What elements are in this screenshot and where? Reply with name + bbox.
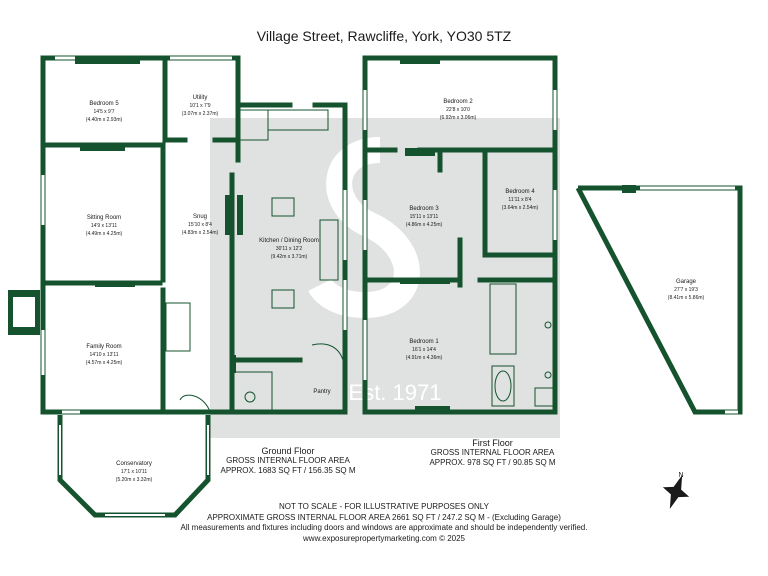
porch-interior: [13, 297, 35, 327]
footer-disclaimer: NOT TO SCALE - FOR ILLUSTRATIVE PURPOSES…: [279, 502, 489, 511]
garage-fixtures: [622, 185, 636, 193]
room-garage-name: Garage: [676, 279, 697, 285]
watermark-text: Est. 1971: [349, 380, 442, 405]
first-floor-label: First Floor: [472, 438, 513, 448]
room-kitchen-dims: 30'11 x 12'2: [276, 246, 303, 252]
room-conservatory-dims: 17'1 x 10'11: [121, 469, 148, 475]
room-labels: Bedroom 5 14'5 x 9'7 (4.40m x 2.93m) Uti…: [86, 95, 705, 483]
room-utility-metric: (3.07m x 2.37m): [182, 111, 219, 117]
room-sitting-dims: 14'9 x 13'11: [91, 223, 118, 229]
room-bedroom3-name: Bedroom 3: [409, 206, 439, 212]
bathroom-fixtures: [489, 283, 554, 407]
first-floor-caption: First Floor GROSS INTERNAL FLOOR AREA AP…: [410, 438, 575, 468]
room-bedroom2-name: Bedroom 2: [443, 99, 473, 105]
room-bedroom5-metric: (4.40m x 2.93m): [86, 117, 123, 123]
room-conservatory-name: Conservatory: [116, 461, 152, 467]
first-floor-area: APPROX. 978 SQ FT / 90.85 SQ M: [429, 458, 556, 467]
room-sitting-name: Sitting Room: [87, 215, 121, 221]
compass-north-label: N: [678, 472, 683, 479]
footer: NOT TO SCALE - FOR ILLUSTRATIVE PURPOSES…: [0, 502, 768, 544]
room-utility-dims: 10'1 x 7'9: [189, 103, 210, 109]
room-pantry-name: Pantry: [313, 389, 330, 395]
room-utility-name: Utility: [193, 95, 208, 101]
room-bedroom5-dims: 14'5 x 9'7: [93, 109, 114, 115]
footer-note: All measurements and fixtures including …: [180, 523, 588, 533]
kitchen-units: [165, 109, 344, 413]
room-bedroom2-dims: 22'8 x 10'0: [446, 107, 470, 113]
ground-floor-caption: Ground Floor GROSS INTERNAL FLOOR AREA A…: [208, 446, 368, 476]
room-sitting-metric: (4.49m x 4.25m): [86, 231, 123, 237]
room-family-metric: (4.57m x 4.25m): [86, 360, 123, 366]
room-kitchen-name: Kitchen / Dining Room: [259, 238, 319, 244]
conservatory-windows: [59, 425, 209, 516]
room-bedroom1-name: Bedroom 1: [409, 339, 439, 345]
room-garage-metric: (8.41m x 5.86m): [668, 295, 705, 301]
room-snug-name: Snug: [193, 214, 207, 220]
ground-floor-area: APPROX. 1683 SQ FT / 156.35 SQ M: [220, 466, 356, 475]
ground-floor-label: Ground Floor: [261, 446, 315, 456]
compass-icon: N: [662, 472, 690, 509]
garage-openings: [640, 186, 738, 414]
first-floor-fixtures: [400, 56, 450, 414]
room-kitchen-metric: (9.42m x 3.71m): [271, 254, 308, 260]
room-bedroom4-dims: 11'11 x 8'4: [508, 197, 531, 203]
footer-website: www.exposurepropertymarketing.com © 2025: [303, 533, 465, 543]
ground-floor-area-title: GROSS INTERNAL FLOOR AREA: [226, 456, 350, 465]
room-garage-dims: 27'7 x 19'3: [674, 287, 698, 293]
room-bedroom3-metric: (4.86m x 4.25m): [406, 222, 443, 228]
plan-title: Village Street, Rawcliffe, York, YO30 5T…: [256, 28, 512, 44]
room-conservatory-metric: (5.20m x 3.32m): [116, 477, 153, 483]
first-floor-area-title: GROSS INTERNAL FLOOR AREA: [430, 448, 555, 457]
ground-floor-windows: [41, 56, 347, 414]
room-bedroom1-dims: 16'1 x 14'4: [412, 347, 436, 353]
garage-walls: [575, 185, 743, 415]
room-bedroom4-metric: (3.64m x 2.54m): [502, 205, 539, 211]
room-family-dims: 14'10 x 13'11: [89, 352, 118, 358]
room-bedroom4-name: Bedroom 4: [505, 189, 535, 195]
room-bedroom2-metric: (6.92m x 3.06m): [440, 115, 477, 121]
room-snug-metric: (4.83m x 2.54m): [182, 230, 219, 236]
room-bedroom1-metric: (4.91m x 4.36m): [406, 355, 443, 361]
footer-total-area: APPROXIMATE GROSS INTERNAL FLOOR AREA 26…: [207, 512, 561, 522]
first-floor-windows: [363, 90, 557, 380]
room-bedroom3-dims: 15'11 x 13'11: [410, 214, 439, 220]
room-snug-dims: 15'10 x 8'4: [188, 222, 212, 228]
room-bedroom5-name: Bedroom 5: [89, 101, 119, 107]
room-family-name: Family Room: [86, 344, 121, 350]
